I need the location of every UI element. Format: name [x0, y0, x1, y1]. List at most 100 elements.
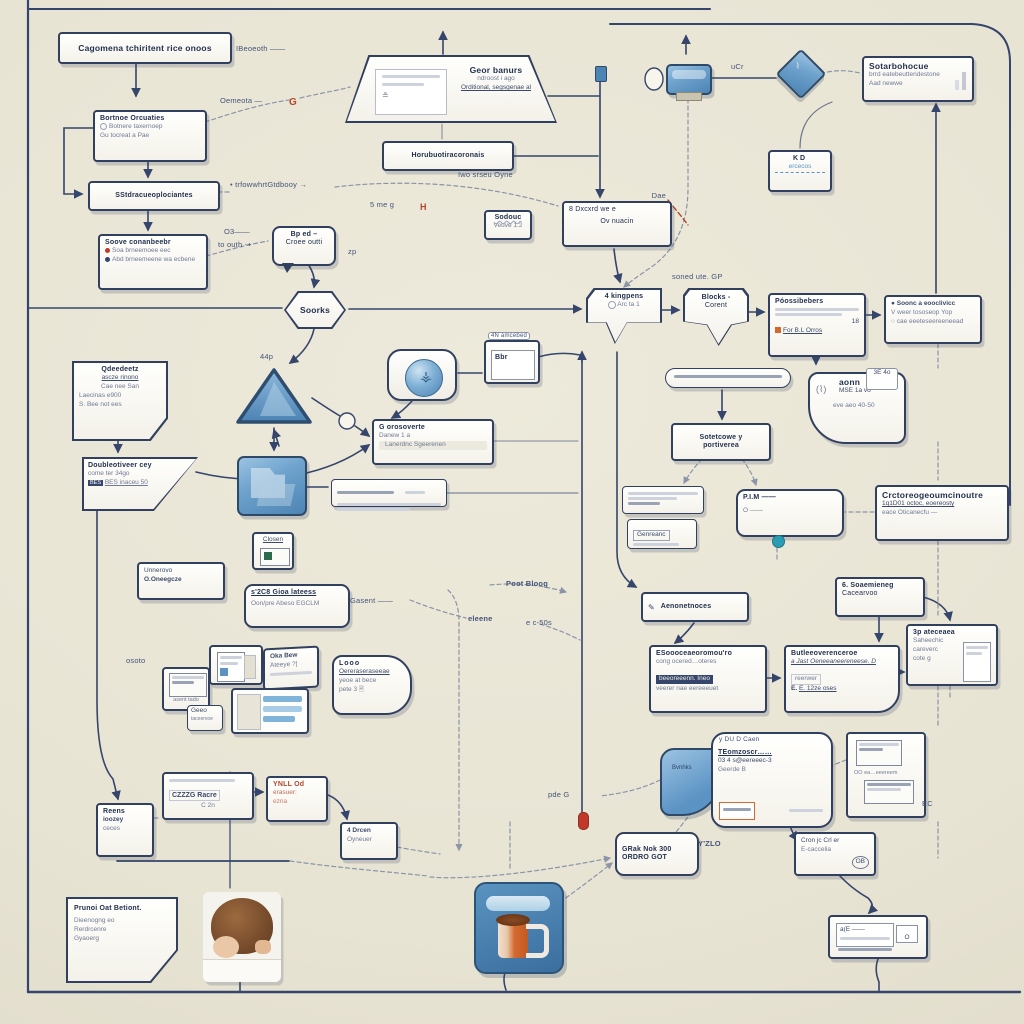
label-os2: to outh ⇢ [218, 240, 252, 249]
node-title: KD [792, 155, 808, 162]
node-title: G orosoverte [379, 424, 425, 431]
rule-line [775, 313, 843, 317]
image-thumb [264, 552, 272, 560]
node-3p[interactable]: 3p ateceaea Saheechic careverc cote g [906, 624, 998, 686]
node-czzzg[interactable]: CZZZG Racre C 2n [162, 772, 254, 820]
blue-row [263, 716, 295, 722]
node-drcen[interactable]: 4 Drcen Oyneuer [340, 822, 398, 860]
node-blocks-corent[interactable]: Blocks - Corent [683, 288, 749, 346]
node-orosoverte[interactable]: G orosoverte Danew 1 a Lanerdnc Sgeerene… [372, 419, 494, 465]
node-sub: Botnere taxernoep [100, 123, 200, 132]
node-ynll[interactable]: YNLL Od erasuer: ezna [266, 776, 328, 822]
node-title: Prunoi Oat Betiont. [74, 905, 142, 912]
label-yzlo: Y'ZLO [698, 839, 721, 848]
node-geeo[interactable]: Geeo taceervoe [187, 705, 223, 731]
blue-screen-icon[interactable] [666, 64, 712, 101]
node-title: Qdeedeetz [101, 366, 139, 373]
node-soaemieneg[interactable]: 6. Soaemieneg Cacearvoo [835, 577, 925, 617]
node-geor-banurs[interactable]: ≗ Geor banurs ndroost i ago Orditional, … [345, 55, 557, 123]
mug-opening [496, 914, 530, 926]
node-sub: Oon/pre Abeso EGCLM [251, 600, 320, 608]
node-sphere-tile[interactable]: ⚶ [387, 349, 457, 401]
monitor-icon [864, 780, 914, 804]
folder-icon[interactable] [237, 456, 307, 516]
node-title: Bp ed – [290, 231, 318, 238]
document-node[interactable] [209, 645, 263, 685]
node-teomzoscr[interactable]: y DU D Caen TEomzoscr…… 03 4 s@eereeec-3… [711, 732, 833, 828]
monitor-caption: asent tado [173, 697, 199, 703]
node-sub: V weer tososeop Yop [891, 308, 953, 316]
node-sub: O —— [743, 507, 763, 515]
screenshot-node[interactable] [231, 688, 309, 734]
node-looo[interactable]: Looo Oereraseraseeae yeoe at bece pete 3… [332, 655, 412, 715]
toolbar-strip[interactable] [331, 479, 447, 511]
image-icon [260, 548, 290, 566]
sphere-glyph: ⚶ [420, 368, 432, 384]
book-node[interactable]: Oka Bew Ateeye ?| [263, 645, 319, 691]
orange-outline-box [719, 802, 755, 820]
node-cron[interactable]: Cron jc Crl er E-caccelia OB [794, 832, 876, 876]
line [220, 656, 242, 659]
toolbar-bar [404, 491, 426, 494]
node-unnerovo[interactable]: Unnerovo O.Oneegcze [137, 562, 225, 600]
progress-bar[interactable] [665, 368, 791, 388]
node-sub: 1q1D01 octoc, eoereosty [882, 500, 955, 508]
node-sstdracueoplociantes[interactable]: SStdracueoplociantes [88, 181, 220, 211]
node-dxcxrd[interactable]: 8 Dxcxrd we e Ov nuacin Dae [562, 191, 672, 247]
node-main-title[interactable]: Cagomena tchiritent rice onoos [58, 32, 232, 64]
node-horubuotiracoronais[interactable]: Horubuotiracoronais [382, 141, 514, 171]
node-sub: a Jast Oeneeaneereneese. D [791, 658, 876, 666]
node-bortnoe-orcuaties[interactable]: Bortnoe Orcuaties Botnere taxernoep Gu t… [93, 110, 207, 162]
node-badge: OB [851, 856, 869, 869]
node-s2c8[interactable]: s'2C8 Gioa lateess Oon/pre Abeso EGCLM [244, 584, 350, 628]
node-sub: Orditional, segsgenae al [460, 83, 532, 91]
line [169, 779, 236, 782]
node-butleeo[interactable]: Butleeoverenceroe a Jast Oeneeaneerenees… [784, 645, 900, 713]
node-checklist[interactable]: ● Soonc a eooclivicc V weer tososeop Yop… [884, 295, 982, 344]
node-crctoreo[interactable]: Crctoreogeoumcinoutre 1q1D01 octoc, eoer… [875, 485, 1009, 541]
node-esooo[interactable]: ESoooceaeoromou'ro cong ocered…oteres be… [649, 645, 767, 713]
node-poossibebers[interactable]: Póossibebers 18 For B.L Orros [768, 293, 866, 357]
node-soove-conanbeebr[interactable]: Soove conanbeebr Soa brneemoee eec Abd b… [98, 234, 208, 290]
form-field[interactable]: a(E —— [836, 923, 894, 947]
node-speech-bubble[interactable]: Bp ed – Croee outti [272, 226, 336, 273]
mug-app-icon[interactable] [474, 882, 564, 974]
label-oemeota: Oemeota — [220, 96, 263, 105]
node-sub: ndroost i ago [477, 75, 515, 83]
node-sotetcowe[interactable]: Sotetcowe y portiverea [671, 423, 771, 461]
node-genreanc[interactable]: Genreanc [627, 519, 697, 549]
node-bbr-callout[interactable]: 4N amcebed Bbr [484, 332, 540, 384]
label-poot: Poot Bloog [506, 579, 548, 588]
node-aenonetnoces[interactable]: ✎ Aenonetnoces [641, 592, 749, 622]
line [628, 502, 660, 505]
node-prunoi-note[interactable]: Prunoi Oat Betiont. Dieenogng eo Rerdrce… [66, 897, 178, 983]
node-qdeedeetz-note[interactable]: Qdeedeetz ascze rinono Cae nee San Laeci… [72, 361, 168, 441]
node-kd[interactable]: KD ercecos [768, 150, 832, 192]
node-aonn[interactable]: (⌇) aonn MSE 1a vo eve aeo 40-50 3E 4o [808, 368, 906, 444]
node-closen[interactable]: Closen [252, 532, 294, 570]
node-sub: C 2n [201, 802, 215, 809]
form-button[interactable]: O [896, 925, 918, 943]
person-face [213, 936, 239, 958]
dual-monitor-panel[interactable]: OO ea…eeereem [846, 732, 926, 818]
node-sub: ○ cae eeeteseereeneead [891, 317, 964, 325]
icon-stand [676, 92, 702, 101]
node-sub: 03 4 s@eereeec-3 [718, 757, 772, 765]
node-pim[interactable]: P.I.M —— O —— [736, 489, 844, 537]
node-grak[interactable]: GRak Nok 300 ORDRO GOT [615, 832, 699, 876]
node-sodouc[interactable]: Sodouc Veuve 1.2 [484, 210, 532, 240]
node-form[interactable]: a(E —— O [828, 915, 928, 959]
node-sub: ercecos [775, 163, 825, 174]
monitor-node[interactable]: asent tado [162, 667, 210, 711]
line [867, 788, 901, 791]
label-osoto: osoto [126, 656, 146, 665]
node-sub: Geerde B [718, 766, 746, 774]
node-sotarbohocue[interactable]: Sotarbohocue brrd eatebeuttendestone Aad… [862, 56, 974, 102]
node-soorks-hexagon[interactable]: Soorks [284, 291, 346, 329]
node-sub-text: Arc ta 1 [617, 301, 640, 309]
node-sub: careverc [913, 646, 938, 654]
toolbar-bar [337, 508, 410, 511]
node-sub: For B.L Orros [775, 327, 859, 336]
lined-box[interactable] [622, 486, 704, 514]
node-reens[interactable]: Reens ioozey ceces [96, 803, 154, 857]
